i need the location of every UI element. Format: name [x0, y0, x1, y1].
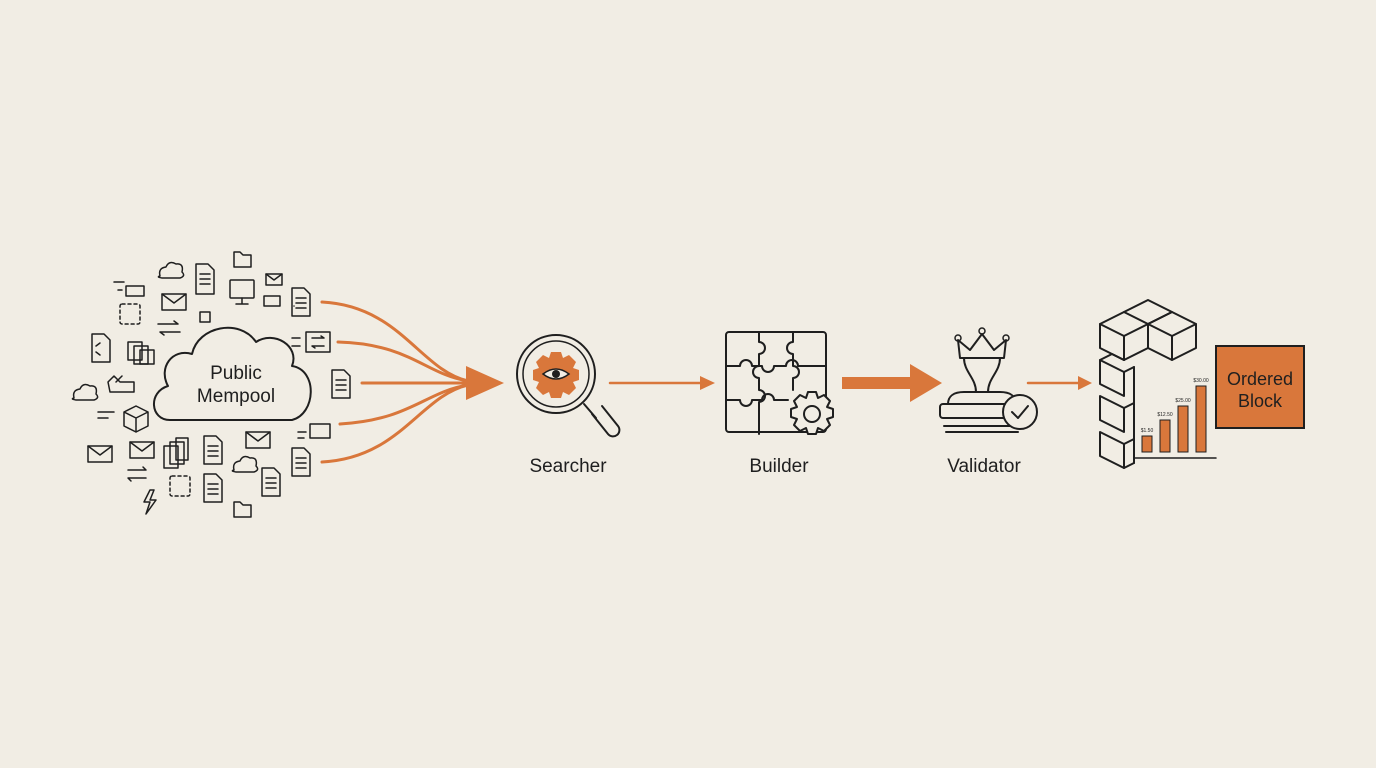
- envelope-icon: [265, 273, 283, 286]
- cube-icon: [123, 405, 149, 433]
- arrow-searcher-builder: [608, 376, 715, 390]
- ordered-block-node: $1.50 $12.50 $25.00 $30.00 Ordered Block: [1099, 299, 1305, 469]
- bar-chart-icon: $1.50 $12.50 $25.00 $30.00: [1133, 378, 1217, 459]
- flow-line: [320, 300, 470, 383]
- swap-icon: [157, 320, 181, 336]
- public-mempool-node: Public Mempool: [153, 326, 312, 421]
- validator-node: Validator: [939, 327, 1038, 477]
- tx-line-icon: [291, 337, 301, 347]
- chart-value-label: $1.50: [1141, 428, 1154, 434]
- arrow-builder-validator: [842, 364, 942, 402]
- mempool-label-line1: Public: [210, 363, 262, 384]
- document-icon: [261, 467, 281, 497]
- validator-label: Validator: [947, 456, 1021, 477]
- document-stack-icon: [163, 437, 189, 469]
- arrow-validator-block: [1026, 376, 1092, 390]
- document-icon: [195, 263, 215, 295]
- magnifier-eye-gear-icon: [516, 334, 621, 438]
- pending-tx-icon: [119, 303, 141, 325]
- builder-label: Builder: [749, 456, 809, 477]
- ordered-block-box: [1215, 345, 1305, 429]
- mempool-label-line2: Mempool: [197, 386, 275, 407]
- flow-line: [338, 383, 470, 426]
- envelope-icon: [87, 445, 113, 463]
- swap-icon: [127, 466, 147, 482]
- folder-icon: [233, 251, 252, 268]
- chart-value-label: $30.00: [1193, 378, 1209, 384]
- cloud-icon: [71, 383, 99, 401]
- funnel-arrows: [320, 300, 504, 464]
- puzzle-gear-icon: [725, 331, 834, 435]
- searcher-node: Searcher: [516, 334, 621, 477]
- cloud-icon: [231, 455, 259, 473]
- document-stack-icon: [127, 341, 155, 365]
- arrowhead: [466, 366, 504, 400]
- crown-stamp-check-icon: [939, 327, 1038, 433]
- searcher-label: Searcher: [529, 456, 607, 477]
- chart-bar: [1159, 419, 1171, 453]
- builder-node: Builder: [725, 331, 834, 477]
- chart-value-label: $25.00: [1175, 398, 1191, 404]
- tx-line-icon: [113, 281, 145, 297]
- ordered-block-label-line1: Ordered: [1227, 369, 1293, 389]
- chart-bar: [1177, 405, 1189, 453]
- tx-line-icon: [297, 423, 331, 439]
- tx-line-icon: [263, 295, 295, 307]
- tx-chip-icon: [199, 311, 211, 323]
- folder-icon: [233, 501, 252, 518]
- envelope-icon: [245, 431, 271, 449]
- cloud-icon: [157, 261, 185, 279]
- cloud-icon: [153, 326, 312, 421]
- tx-line-icon: [97, 411, 115, 419]
- flow-line: [320, 383, 470, 464]
- ordered-block-label-line2: Block: [1238, 391, 1283, 411]
- lightning-icon: [143, 489, 157, 515]
- envelope-icon: [161, 293, 187, 311]
- document-icon: [291, 287, 311, 317]
- chart-bar: [1195, 385, 1207, 453]
- document-icon: [291, 447, 311, 477]
- swap-icon: [305, 331, 331, 353]
- document-icon: [331, 369, 351, 399]
- document-icon: [203, 435, 223, 465]
- document-icon: [91, 333, 111, 363]
- envelope-icon: [129, 441, 155, 459]
- chart-bar: [1141, 435, 1153, 453]
- document-icon: [203, 473, 223, 503]
- block-stack-icon: [1099, 299, 1197, 469]
- package-icon: [107, 375, 135, 393]
- monitor-icon: [229, 279, 255, 305]
- pending-tx-icon: [169, 475, 191, 497]
- mempool-scatter: [71, 251, 351, 518]
- chart-value-label: $12.50: [1157, 412, 1173, 418]
- flow-line: [336, 340, 470, 383]
